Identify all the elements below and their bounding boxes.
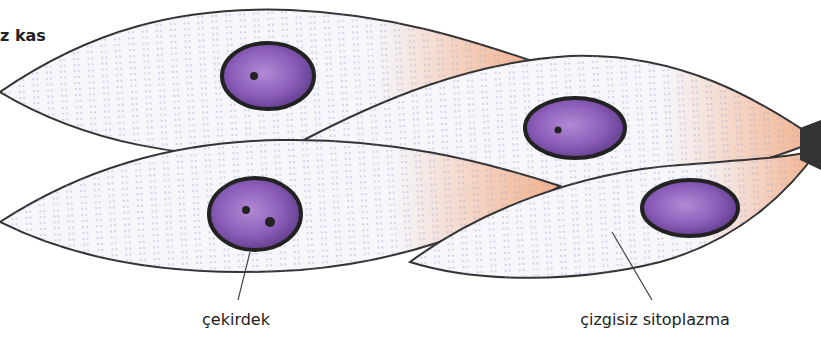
tendon-tip — [800, 120, 821, 170]
part-label: çizgisiz sitoplazma — [580, 310, 730, 329]
figure-title-fragment: z kas — [0, 26, 46, 45]
leader-line — [612, 232, 652, 300]
muscle-cell — [410, 150, 818, 278]
part-label: çekirdek — [202, 310, 270, 329]
leader-line — [238, 252, 250, 300]
